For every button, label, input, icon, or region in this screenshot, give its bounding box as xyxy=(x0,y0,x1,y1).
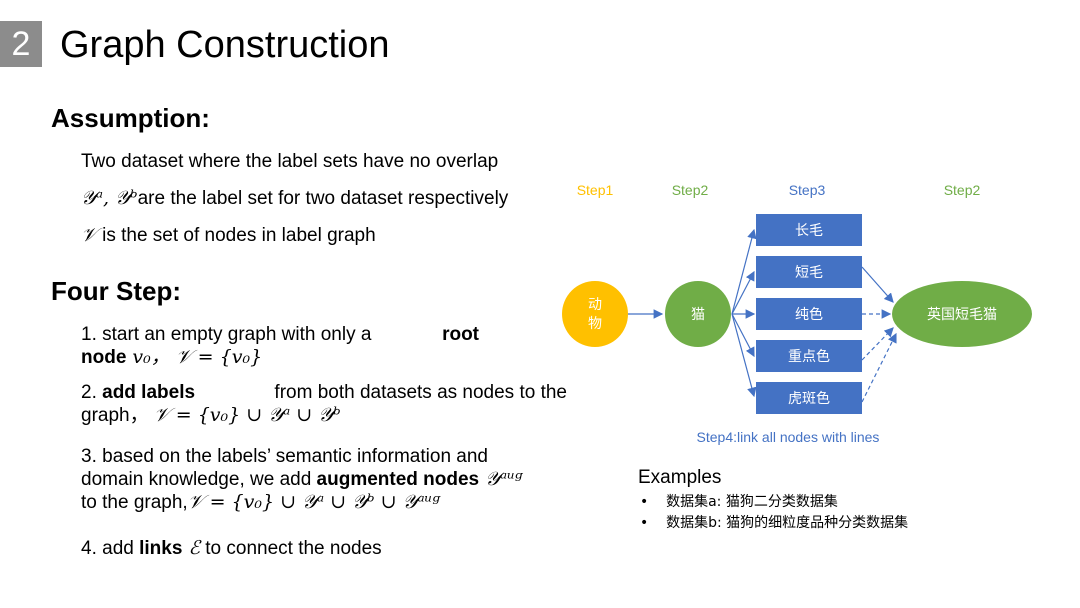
assumption-line-2: 𝒴ᵃ, 𝒴ᵇare the label set for two dataset … xyxy=(81,187,508,210)
step-4-text: 4. add xyxy=(81,538,140,559)
examples-item-2: • 数据集b: 猫狗的细粒度品种分类数据集 xyxy=(640,512,908,532)
edge-cat-box4 xyxy=(731,313,755,358)
step-label-3: Step3 xyxy=(789,182,826,198)
edge-cat-box1 xyxy=(731,228,757,315)
node-target xyxy=(892,281,1032,347)
node-root-label-1: 动 xyxy=(588,297,602,313)
step-label-4: Step2 xyxy=(944,182,981,198)
assumption-line-3-text: is the set of nodes in label graph xyxy=(96,225,376,246)
examples-heading: Examples xyxy=(638,467,722,488)
step-2-text-2: graph， xyxy=(81,405,154,426)
node-box-4-label: 重点色 xyxy=(788,348,830,365)
node-target-label: 英国短毛猫 xyxy=(927,306,997,323)
node-box-4 xyxy=(756,340,862,372)
step-3-line-3: to the graph, xyxy=(81,492,188,513)
step-1: 1. start an empty graph with only a root… xyxy=(81,323,481,369)
edge-cat-box5 xyxy=(731,313,757,398)
assumption-heading: Assumption: xyxy=(51,103,210,133)
graph-diagram: Step1 Step2 Step3 Step2 动 物 猫 长毛 短毛 纯色 重… xyxy=(562,182,1032,445)
step-3-text: domain knowledge, we add xyxy=(81,469,317,490)
step-3: 3. based on the labels’ semantic informa… xyxy=(81,445,619,514)
node-box-1-label: 长毛 xyxy=(795,223,823,239)
edge-cat-box2 xyxy=(731,270,755,315)
step-3-math-2: 𝒱 = {v₀} ∪ 𝒴ᵃ ∪ 𝒴ᵇ ∪ 𝒴ᵃᵘᵍ xyxy=(187,491,440,513)
step-4-math: ℰ xyxy=(182,537,200,559)
edge-box4-target xyxy=(861,327,894,361)
step-2-math: 𝒱 = {v₀} ∪ 𝒴ᵃ ∪ 𝒴ᵇ xyxy=(153,404,341,426)
step-1-text: 1. start an empty graph with only a xyxy=(81,324,372,345)
node-box-3-label: 纯色 xyxy=(795,306,823,323)
examples-item-1-text: 数据集a: 猫狗二分类数据集 xyxy=(666,494,838,510)
step-label-2: Step2 xyxy=(672,182,709,198)
node-box-2 xyxy=(756,256,862,288)
step-3-bold: augmented nodes xyxy=(316,469,480,490)
node-cat xyxy=(665,281,731,347)
examples-item-1: • 数据集a: 猫狗二分类数据集 xyxy=(640,491,838,511)
step-2-bold: add labels xyxy=(102,382,196,403)
step-4-bold: links xyxy=(139,538,183,559)
assumption-line-2-text: are the label set for two dataset respec… xyxy=(137,188,509,209)
step-4-text-2: to connect the nodes xyxy=(199,538,382,559)
assumption-line-1: Two dataset where the label sets have no… xyxy=(81,151,499,172)
node-box-3 xyxy=(756,298,862,330)
bullet-icon: • xyxy=(640,515,649,531)
step-4: 4. add links ℰ to connect the nodes xyxy=(81,537,382,560)
node-box-2-label: 短毛 xyxy=(795,265,823,281)
edge-box5-target xyxy=(861,332,897,403)
node-cat-label: 猫 xyxy=(691,307,705,323)
page-title: Graph Construction xyxy=(60,24,390,66)
node-set-math: 𝒱 xyxy=(81,224,97,246)
assumption-line-3: 𝒱 is the set of nodes in label graph xyxy=(81,224,376,247)
step-1-bold-root: root xyxy=(442,324,479,345)
step-label-1: Step1 xyxy=(577,182,614,198)
step-2-prefix: 2. add labels xyxy=(81,382,196,403)
diagram-caption: Step4:link all nodes with lines xyxy=(697,429,880,445)
step-2: 2. add labels from both datasets as node… xyxy=(81,381,567,427)
edge-box2-target xyxy=(861,266,894,303)
four-step-heading: Four Step: xyxy=(51,276,181,306)
step-3-math: 𝒴ᵃᵘᵍ xyxy=(479,468,523,490)
node-box-1 xyxy=(756,214,862,246)
examples-item-2-text: 数据集b: 猫狗的细粒度品种分类数据集 xyxy=(666,515,909,531)
step-3-line-1: 3. based on the labels’ semantic informa… xyxy=(81,446,488,467)
bullet-icon: • xyxy=(640,494,649,510)
node-box-5 xyxy=(756,382,862,414)
slide-number-badge: 2 xyxy=(0,21,42,67)
step-1-bold-node: node xyxy=(81,347,127,368)
node-root-label-2: 物 xyxy=(588,316,602,332)
node-root xyxy=(562,281,628,347)
node-box-5-label: 虎斑色 xyxy=(788,390,830,407)
step-1-math: v₀， 𝒱 = {v₀} xyxy=(126,346,263,368)
step-2-text: from both datasets as nodes to the xyxy=(274,382,567,403)
label-sets-math: 𝒴ᵃ, 𝒴ᵇ xyxy=(81,187,138,209)
